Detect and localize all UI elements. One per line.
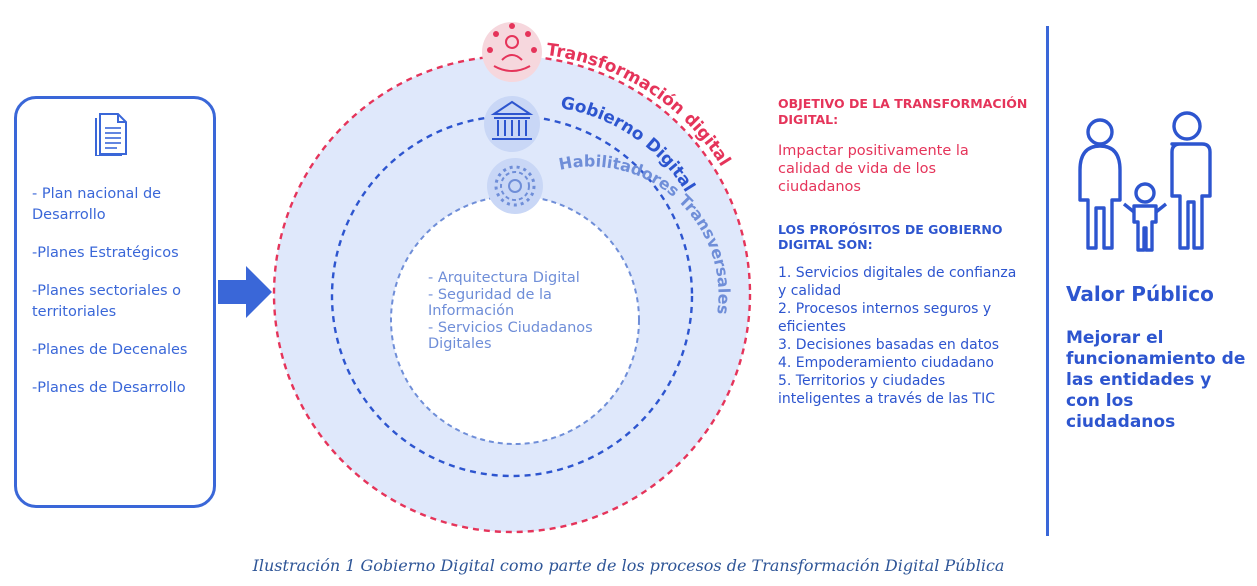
family-icon bbox=[1078, 111, 1212, 252]
arrow-icon bbox=[218, 266, 272, 318]
government-building-icon bbox=[484, 96, 540, 152]
purpose-item: 5. Territorios y ciudades inteligentes a… bbox=[778, 373, 995, 407]
plan-item: -Planes Estratégicos bbox=[32, 245, 179, 261]
plans-list: - Plan nacional de Desarrollo -Planes Es… bbox=[32, 184, 212, 416]
plan-item: - Plan nacional de Desarrollo bbox=[32, 186, 162, 223]
document-icon bbox=[95, 113, 127, 156]
plan-item: -Planes de Desarrollo bbox=[32, 380, 186, 396]
enabler-item: - Seguridad de la Información bbox=[428, 286, 552, 320]
figure-caption: Ilustración 1 Gobierno Digital como part… bbox=[252, 556, 1005, 575]
enablers-list: - Arquitectura Digital - Seguridad de la… bbox=[428, 270, 628, 353]
purpose-item: 4. Empoderamiento ciudadano bbox=[778, 355, 994, 371]
purposes-list: 1. Servicios digitales de confianza y ca… bbox=[778, 264, 1028, 408]
purposes-title: LOS PROPÓSITOS DE GOBIERNO DIGITAL SON: bbox=[778, 222, 1003, 252]
valor-text: Mejorar el funcionamiento de las entidad… bbox=[1066, 328, 1246, 432]
plan-item: -Planes de Decenales bbox=[32, 342, 188, 358]
gear-icon bbox=[487, 158, 543, 214]
plan-item: -Planes sectoriales o territoriales bbox=[32, 283, 182, 320]
inner-circle bbox=[390, 195, 640, 445]
purpose-item: 2. Procesos internos seguros y eficiente… bbox=[778, 301, 992, 335]
plans-panel bbox=[14, 96, 216, 508]
divider bbox=[1046, 26, 1049, 536]
purpose-item: 1. Servicios digitales de confianza y ca… bbox=[778, 265, 1017, 299]
enabler-item: - Servicios Ciudadanos Digitales bbox=[428, 319, 593, 353]
objective-title: OBJETIVO DE LA TRANSFORMACIÓN DIGITAL: bbox=[778, 96, 1028, 127]
purpose-item: 3. Decisiones basadas en datos bbox=[778, 337, 1000, 353]
valor-title: Valor Público bbox=[1066, 282, 1214, 306]
objective-text: Impactar positivamente la calidad de vid… bbox=[778, 143, 969, 195]
enabler-item: - Arquitectura Digital bbox=[428, 270, 580, 286]
people-network-icon bbox=[482, 22, 542, 82]
